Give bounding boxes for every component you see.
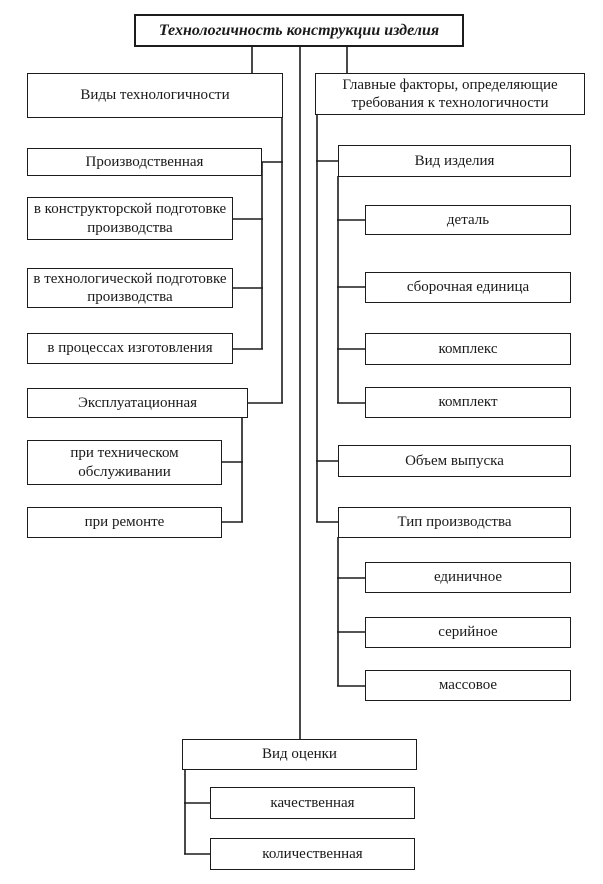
node-mass-production: массовое [365, 670, 571, 701]
node-title: Технологичность конструкции изделия [134, 14, 464, 47]
node-types-of-manufacturability: Виды технологичности [27, 73, 283, 118]
node-design-preparation: в конструкторской подготовке производств… [27, 197, 233, 240]
node-qualitative: качественная [210, 787, 415, 819]
node-assessment-kind: Вид оценки [182, 739, 417, 770]
node-serial-production: серийное [365, 617, 571, 648]
node-quantitative: количественная [210, 838, 415, 870]
node-repair: при ремонте [27, 507, 222, 538]
node-maintenance: при техническом обслуживании [27, 440, 222, 485]
node-single-production: единичное [365, 562, 571, 593]
node-operational: Эксплуатационная [27, 388, 248, 418]
node-output-volume: Объем выпуска [338, 445, 571, 477]
node-production: Производственная [27, 148, 262, 176]
node-assembly-unit: сборочная единица [365, 272, 571, 303]
node-main-factors: Главные факторы, определяющие требования… [315, 73, 585, 115]
node-production-type: Тип производства [338, 507, 571, 538]
node-manufacturing-processes: в процессах изготовления [27, 333, 233, 364]
node-product-kind: Вид изделия [338, 145, 571, 177]
node-detail: деталь [365, 205, 571, 235]
node-kit: комплект [365, 387, 571, 418]
node-complex: комплекс [365, 333, 571, 365]
node-tech-preparation: в технологической подготовке производств… [27, 268, 233, 308]
